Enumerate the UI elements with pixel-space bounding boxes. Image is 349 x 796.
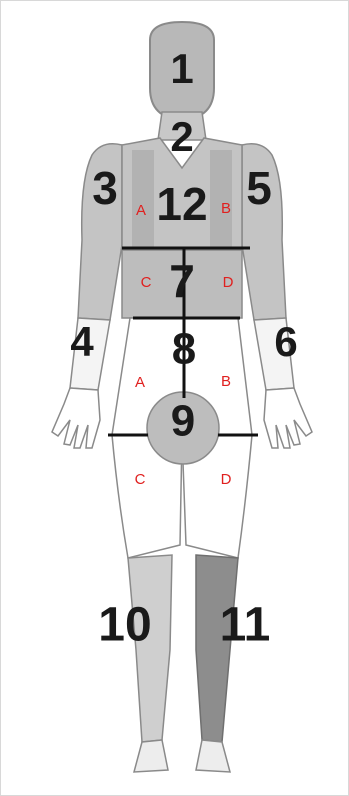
divider-lines	[108, 246, 258, 437]
right-foot	[195, 739, 231, 773]
thigh-sub-label-d: D	[221, 471, 232, 488]
chest-panel-right	[210, 150, 232, 248]
right-hand	[263, 387, 313, 449]
thigh-sub-label-c: C	[135, 471, 146, 488]
lower-sub-label-b: B	[221, 373, 231, 390]
abdomen-sub-label-c: C	[141, 274, 152, 291]
zone-10-number: 10	[98, 599, 151, 652]
zone-12-number: 12	[156, 178, 207, 230]
left-thigh	[111, 434, 183, 559]
zone-11-number: 11	[220, 599, 271, 652]
zone-4-number: 4	[70, 318, 94, 365]
abdomen-sub-label-d: D	[223, 274, 234, 291]
zone-1-number: 1	[170, 45, 193, 92]
lower-sub-label-a: A	[135, 374, 145, 391]
chest-sub-label-a: A	[136, 202, 146, 219]
zone-5-number: 5	[246, 162, 272, 214]
zone-3-number: 3	[92, 162, 118, 214]
chest-panel-left	[132, 150, 154, 248]
chest-sub-label-b: B	[221, 200, 231, 217]
left-foot	[133, 739, 169, 773]
zone-8-number: 8	[172, 325, 196, 374]
zone-6-number: 6	[274, 318, 297, 365]
zone-9-number: 9	[171, 397, 195, 446]
zone-7-number: 7	[169, 255, 195, 307]
left-hand	[51, 387, 101, 449]
abdomen-region	[121, 249, 243, 319]
zone-2-number: 2	[170, 113, 193, 160]
